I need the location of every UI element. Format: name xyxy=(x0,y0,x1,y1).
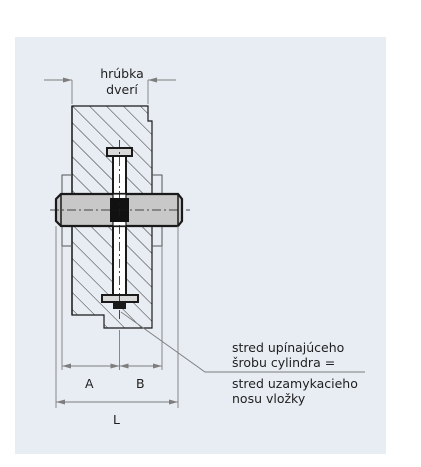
door-thickness-label-line2: dverí xyxy=(106,82,138,97)
dimension-a-b xyxy=(61,246,163,370)
door-thickness-label-line1: hrúbka xyxy=(100,66,144,81)
dimension-l xyxy=(55,226,179,408)
center-lines xyxy=(50,140,190,320)
note-line-3: stred uzamykacieho xyxy=(232,376,358,391)
note-line-1: stred upínajúceho xyxy=(232,340,345,355)
dimension-b-label: B xyxy=(136,376,145,391)
dimension-l-label: L xyxy=(113,412,120,427)
note-leader-line xyxy=(120,311,365,373)
dimension-a-label: A xyxy=(85,376,94,391)
note-line-2: šrobu cylindra = xyxy=(232,355,336,370)
note-line-4: nosu vložky xyxy=(232,391,306,406)
door-thickness-dimension xyxy=(44,77,176,104)
